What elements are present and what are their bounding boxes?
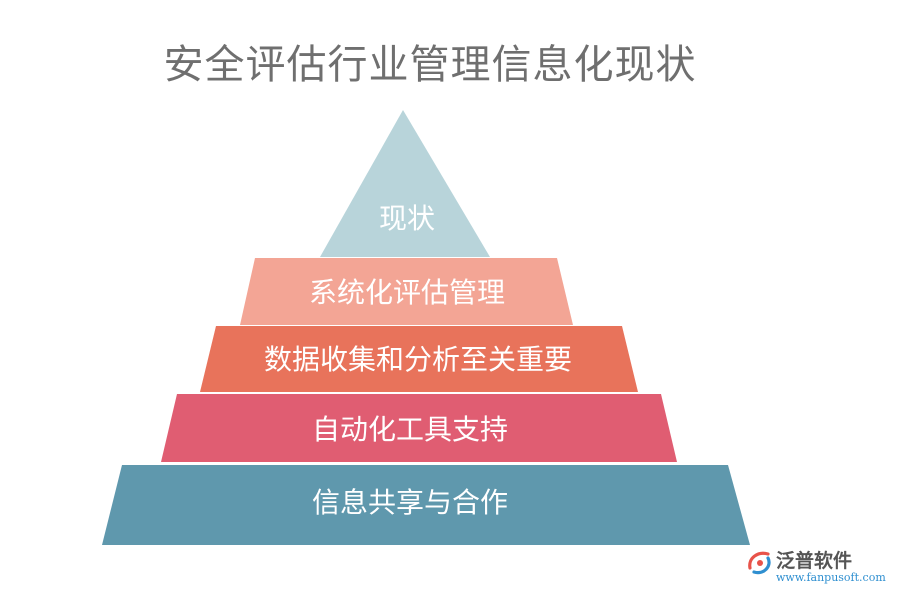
logo-name: 泛普软件	[776, 550, 853, 572]
pyramid-layer-4-label: 信息共享与合作	[312, 486, 508, 519]
pyramid-layer-3	[161, 394, 677, 462]
logo-url: www.fanpusoft.com	[776, 571, 886, 584]
pyramid-layer-4	[102, 465, 750, 545]
page-title: 安全评估行业管理信息化现状	[163, 42, 697, 88]
pyramid-layer-0-label: 现状	[379, 202, 435, 235]
brand-logo: 泛普软件 www.fanpusoft.com	[746, 544, 886, 588]
pyramid-layer-0	[320, 110, 490, 257]
pyramid-layer-3-label: 自动化工具支持	[312, 413, 508, 446]
pyramid-layer-2	[200, 326, 638, 392]
fanpu-logo-icon	[748, 551, 771, 575]
pyramid-layer-2-label: 数据收集和分析至关重要	[264, 343, 572, 376]
pyramid-layer-1-label: 系统化评估管理	[309, 276, 505, 309]
pyramid-layer-1	[240, 258, 573, 325]
